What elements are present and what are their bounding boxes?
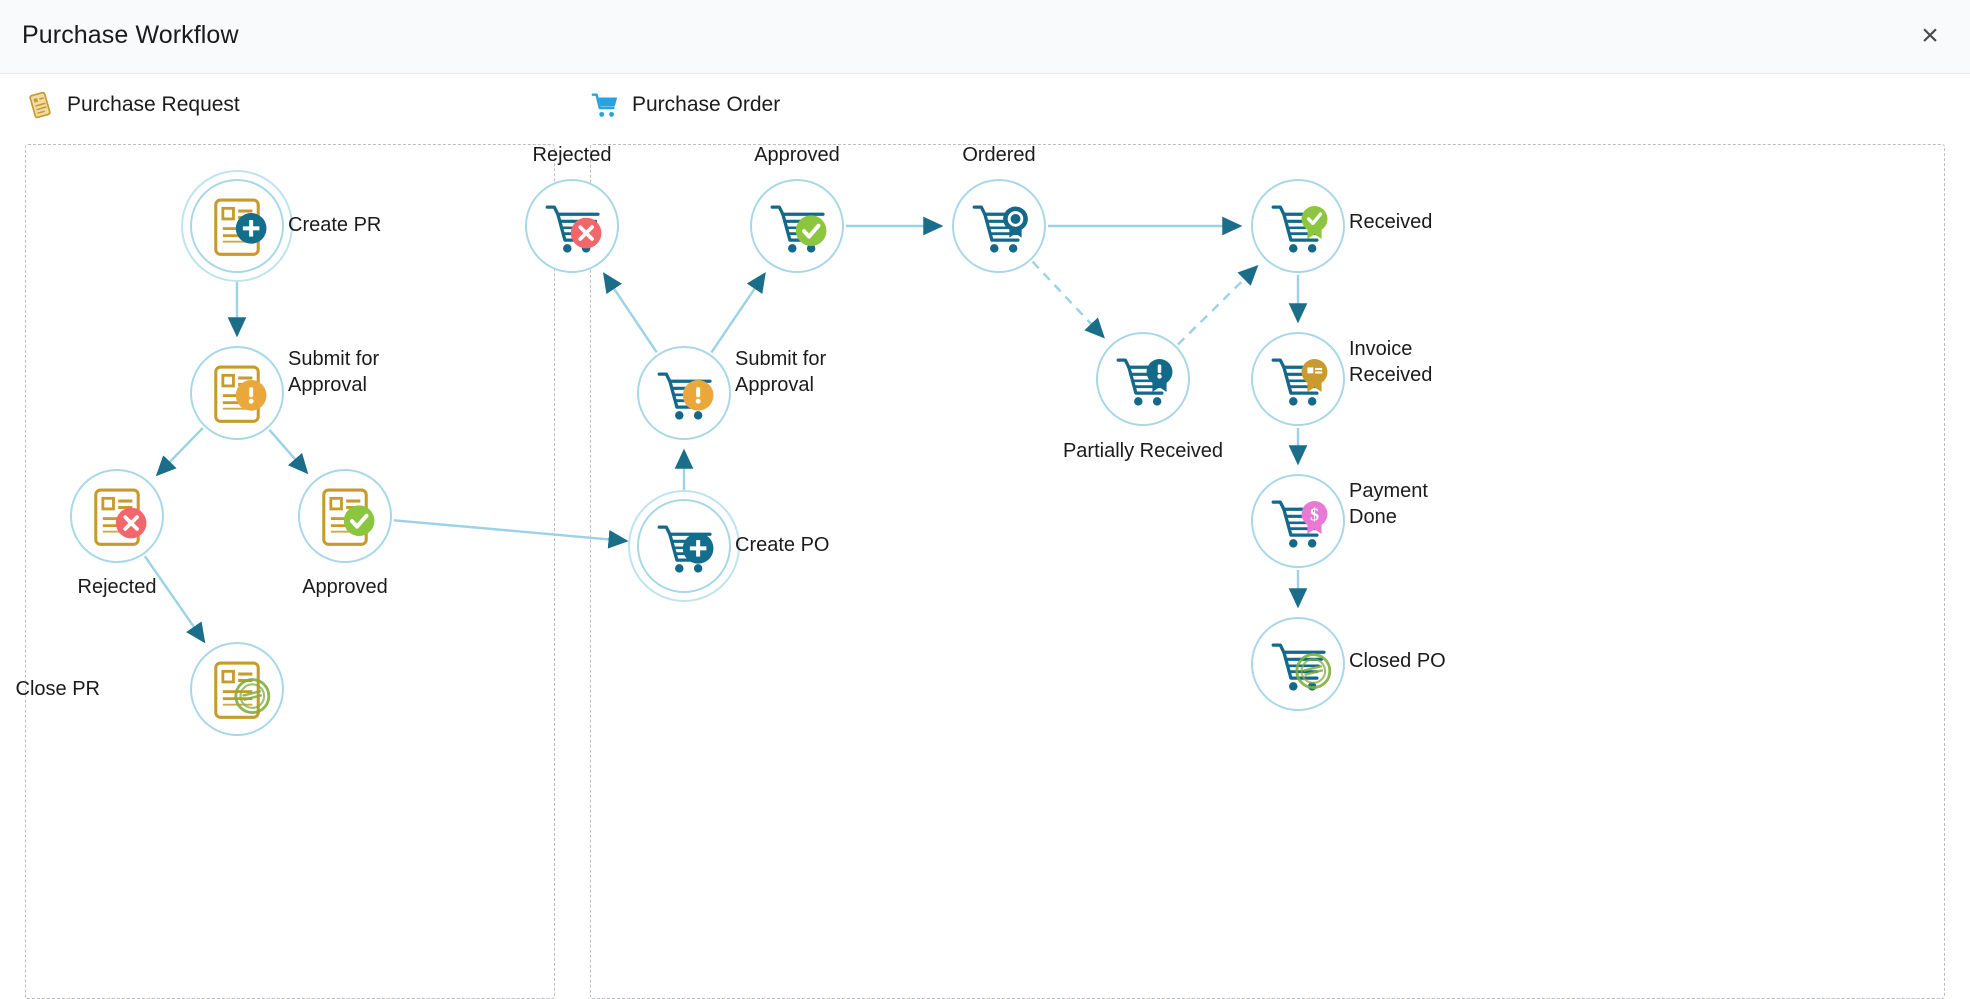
node-label-pr-submit: Submit for Approval bbox=[288, 348, 380, 396]
cart-approved-icon bbox=[770, 205, 827, 253]
node-label-po-ordered: Ordered bbox=[962, 144, 1036, 166]
node-po-approved[interactable] bbox=[750, 179, 844, 273]
edge-pr-submit-to-pr-rejected bbox=[155, 427, 204, 477]
cart-rejected-icon bbox=[545, 205, 602, 253]
node-po-invoice[interactable] bbox=[1251, 332, 1345, 426]
cart-partial-icon bbox=[1116, 358, 1173, 406]
node-po-received[interactable] bbox=[1251, 179, 1345, 273]
node-create-pr[interactable] bbox=[190, 179, 284, 273]
node-create-po[interactable] bbox=[637, 499, 731, 593]
node-label-po-rejected: Rejected bbox=[532, 144, 612, 166]
node-close-pr[interactable] bbox=[190, 642, 284, 736]
document-pending-icon bbox=[214, 365, 267, 423]
node-label-pr-approved: Approved bbox=[302, 576, 388, 598]
node-label-po-payment: Payment Done bbox=[1349, 480, 1428, 528]
cart-pending-icon bbox=[657, 372, 714, 420]
cart-ordered-icon bbox=[972, 205, 1028, 253]
node-label-po-received: Received bbox=[1349, 211, 1433, 233]
document-rejected-icon bbox=[94, 488, 147, 546]
node-label-po-approved: Approved bbox=[754, 144, 840, 166]
node-po-ordered[interactable] bbox=[952, 179, 1046, 273]
edge-pr-rejected-to-close-pr bbox=[143, 555, 206, 644]
document-list-icon bbox=[29, 91, 51, 119]
node-po-partial[interactable] bbox=[1096, 332, 1190, 426]
connector-layer bbox=[143, 216, 1308, 644]
edge-po-partial-to-po-received bbox=[1177, 265, 1259, 346]
edge-po-ordered-to-po-partial bbox=[1031, 260, 1105, 339]
shopping-cart-icon bbox=[591, 93, 618, 117]
cart-payment-icon: $ bbox=[1271, 500, 1328, 548]
node-closed-po[interactable] bbox=[1251, 617, 1345, 711]
document-stamp-icon bbox=[214, 661, 271, 719]
svg-text:$: $ bbox=[1310, 505, 1319, 525]
cart-add-icon bbox=[657, 525, 714, 573]
node-label-close-pr: Close PR bbox=[15, 678, 100, 700]
cart-received-icon bbox=[1271, 205, 1328, 253]
node-pr-approved[interactable] bbox=[298, 469, 392, 563]
node-label-pr-rejected: Rejected bbox=[77, 576, 157, 598]
node-label-create-pr: Create PR bbox=[288, 214, 382, 236]
edge-po-submit-to-po-rejected bbox=[602, 272, 658, 353]
node-po-rejected[interactable] bbox=[525, 179, 619, 273]
node-label-po-partial: Partially Received bbox=[1062, 440, 1224, 462]
cart-stamp-icon bbox=[1271, 643, 1332, 691]
node-pr-submit[interactable] bbox=[190, 346, 284, 440]
section-label: Purchase Order bbox=[632, 93, 781, 116]
edge-pr-submit-to-pr-approved bbox=[268, 429, 309, 475]
document-add-icon bbox=[214, 198, 267, 256]
section-header-purchase-request: Purchase Request bbox=[25, 90, 240, 120]
node-label-po-submit: Submit for Approval bbox=[735, 348, 827, 396]
node-po-payment[interactable]: $ bbox=[1251, 474, 1345, 568]
section-label: Purchase Request bbox=[67, 93, 240, 116]
dialog-header: Purchase Workflow × bbox=[0, 0, 1970, 74]
close-icon[interactable]: × bbox=[1921, 19, 1939, 52]
node-pr-rejected[interactable] bbox=[70, 469, 164, 563]
section-header-purchase-order: Purchase Order bbox=[590, 90, 780, 120]
page-title: Purchase Workflow bbox=[22, 21, 239, 49]
edge-pr-approved-to-create-po bbox=[393, 519, 629, 549]
cart-invoice-icon bbox=[1271, 358, 1328, 406]
edge-po-submit-to-po-approved bbox=[710, 272, 766, 354]
node-label-create-po: Create PO bbox=[735, 534, 830, 556]
node-po-submit[interactable] bbox=[637, 346, 731, 440]
node-label-closed-po: Closed PO bbox=[1349, 650, 1446, 672]
node-label-po-invoice: Invoice Received bbox=[1349, 338, 1433, 386]
document-approved-icon bbox=[322, 488, 375, 546]
workflow-canvas: Purchase Request Purchase Order bbox=[0, 74, 1970, 999]
